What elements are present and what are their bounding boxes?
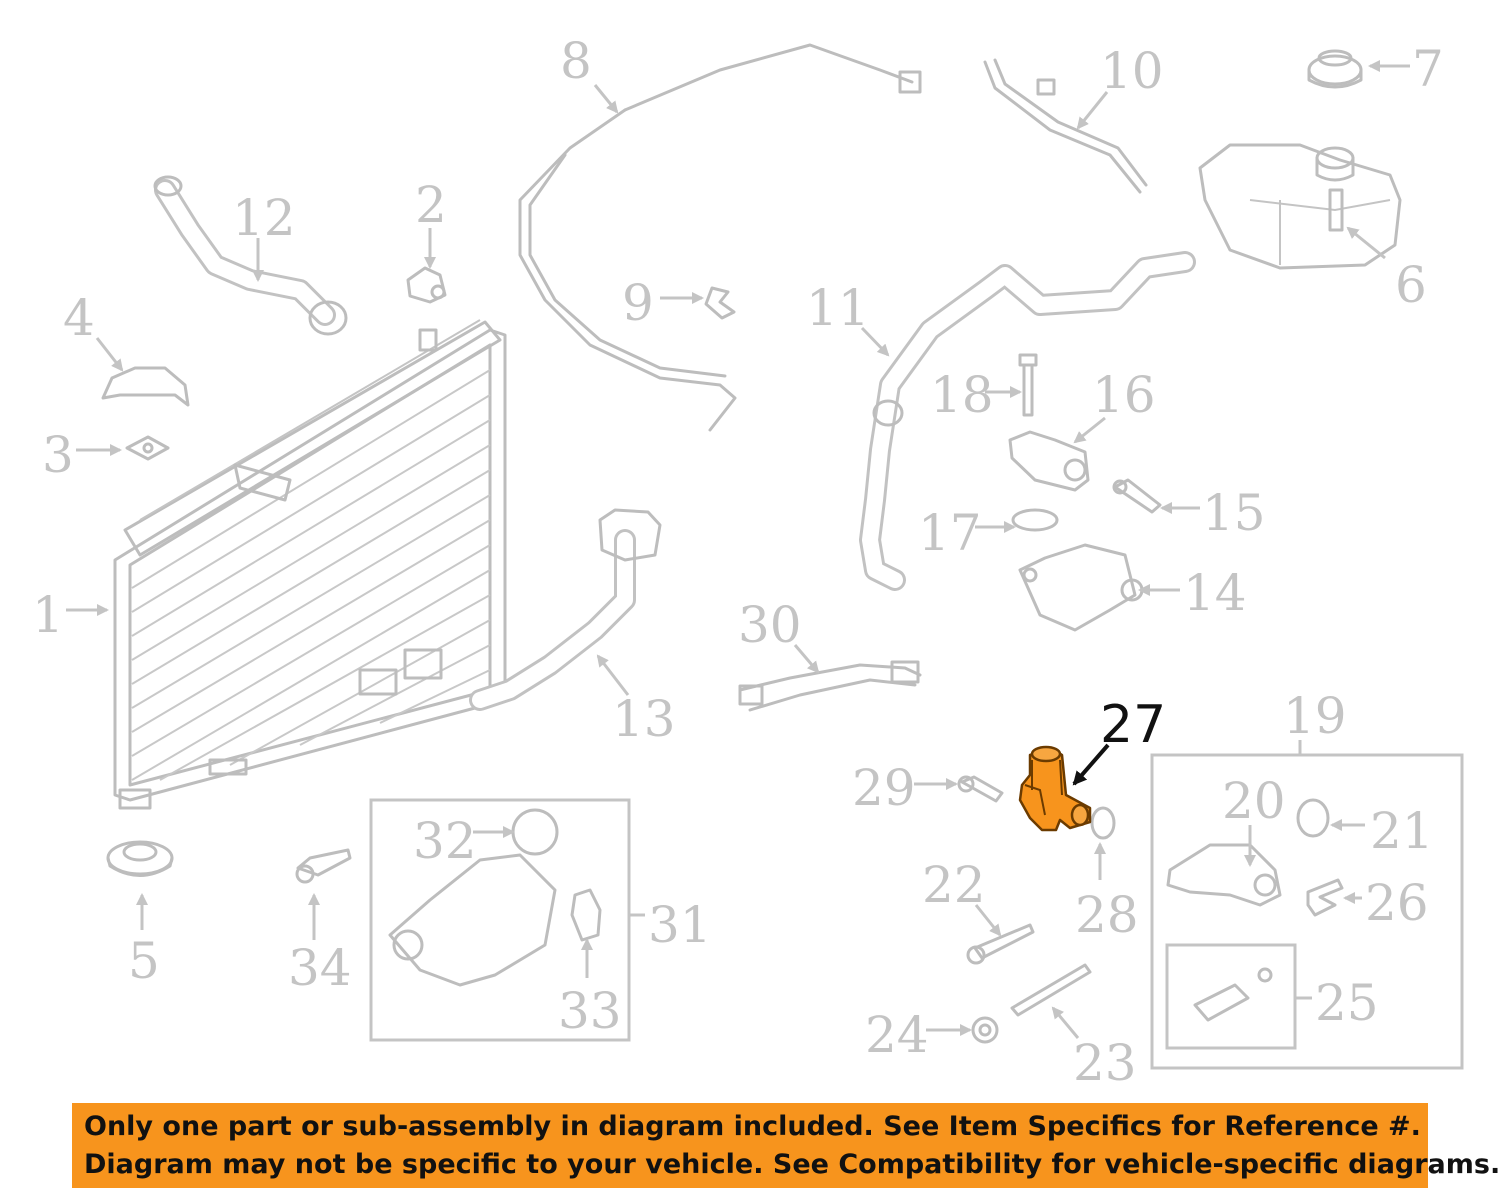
callout-29: 29 (852, 759, 916, 817)
callout-4: 4 (63, 289, 95, 347)
hose-part-13 (469, 508, 662, 711)
bracket-part-4 (101, 366, 190, 407)
leader-arrows (66, 60, 1410, 1039)
callout-32: 32 (413, 812, 477, 870)
bolt-part-18 (1018, 353, 1038, 417)
thermostat-housing-box-19 (1150, 753, 1464, 1070)
valve-part-14 (1018, 543, 1144, 632)
hose-part-8 (518, 43, 922, 432)
callout-20: 20 (1222, 772, 1286, 830)
callout-8: 8 (560, 32, 592, 90)
clip-part-9 (704, 286, 736, 320)
callout-15: 15 (1202, 484, 1266, 542)
hose-part-10 (983, 58, 1148, 194)
insulator-part-5 (106, 840, 174, 877)
callout-17: 17 (918, 504, 982, 562)
callout-25: 25 (1315, 974, 1379, 1032)
callout-13: 13 (612, 690, 676, 748)
callout-9: 9 (622, 274, 654, 332)
cap-part-7 (1307, 49, 1363, 89)
callout-30: 30 (738, 596, 802, 654)
callout-19: 19 (1283, 687, 1347, 745)
highlighted-part-27[interactable] (1018, 745, 1092, 832)
pipe-part-30 (738, 660, 922, 712)
sensor-part-2 (406, 266, 447, 304)
callout-26: 26 (1365, 874, 1429, 932)
callout-10: 10 (1100, 42, 1164, 100)
hose-part-11 (859, 251, 1196, 591)
stud-part-23 (1010, 963, 1092, 1017)
water-pump-assembly-box-31 (369, 798, 631, 1042)
callout-27: 27 (1100, 695, 1166, 755)
nut-part-24 (971, 1016, 999, 1044)
reservoir-part-6 (1198, 143, 1402, 270)
bolt-part-15 (1112, 478, 1162, 514)
callout-2: 2 (415, 176, 447, 234)
radiator-part-1 (113, 319, 507, 810)
callout-1: 1 (32, 586, 64, 644)
callout-5: 5 (128, 932, 160, 990)
callout-23: 23 (1073, 1034, 1137, 1092)
bolt-part-34 (295, 848, 352, 884)
callout-3: 3 (42, 426, 74, 484)
sensor-box-25 (1165, 943, 1297, 1050)
seal-part-28 (1090, 806, 1116, 840)
disclaimer-banner: Only one part or sub-assembly in diagram… (72, 1103, 1500, 1188)
hose-part-12 (153, 175, 348, 336)
bolt-part-29 (957, 775, 1004, 803)
callout-33: 33 (558, 982, 622, 1040)
callout-16: 16 (1092, 366, 1156, 424)
callout-labels: 1 2 3 4 5 6 7 8 9 10 11 12 13 14 15 16 1… (32, 32, 1444, 1092)
bracket-part-3 (125, 435, 170, 461)
callout-31: 31 (648, 896, 712, 954)
ring-part-17 (1011, 508, 1059, 532)
disclaimer-line-2: Diagram may not be specific to your vehi… (84, 1149, 1500, 1180)
callout-12: 12 (232, 189, 296, 247)
bolt-part-22 (966, 923, 1035, 965)
actuator-part-16 (1008, 430, 1090, 492)
disclaimer-line-1: Only one part or sub-assembly in diagram… (84, 1111, 1421, 1142)
callout-24: 24 (865, 1006, 929, 1064)
callout-22: 22 (922, 856, 986, 914)
callout-6: 6 (1395, 256, 1427, 314)
callout-7: 7 (1412, 40, 1444, 98)
callout-28: 28 (1075, 886, 1139, 944)
callout-14: 14 (1183, 564, 1247, 622)
callout-18: 18 (930, 366, 994, 424)
callout-21: 21 (1370, 802, 1434, 860)
callout-34: 34 (288, 939, 352, 997)
callout-11: 11 (806, 279, 870, 337)
